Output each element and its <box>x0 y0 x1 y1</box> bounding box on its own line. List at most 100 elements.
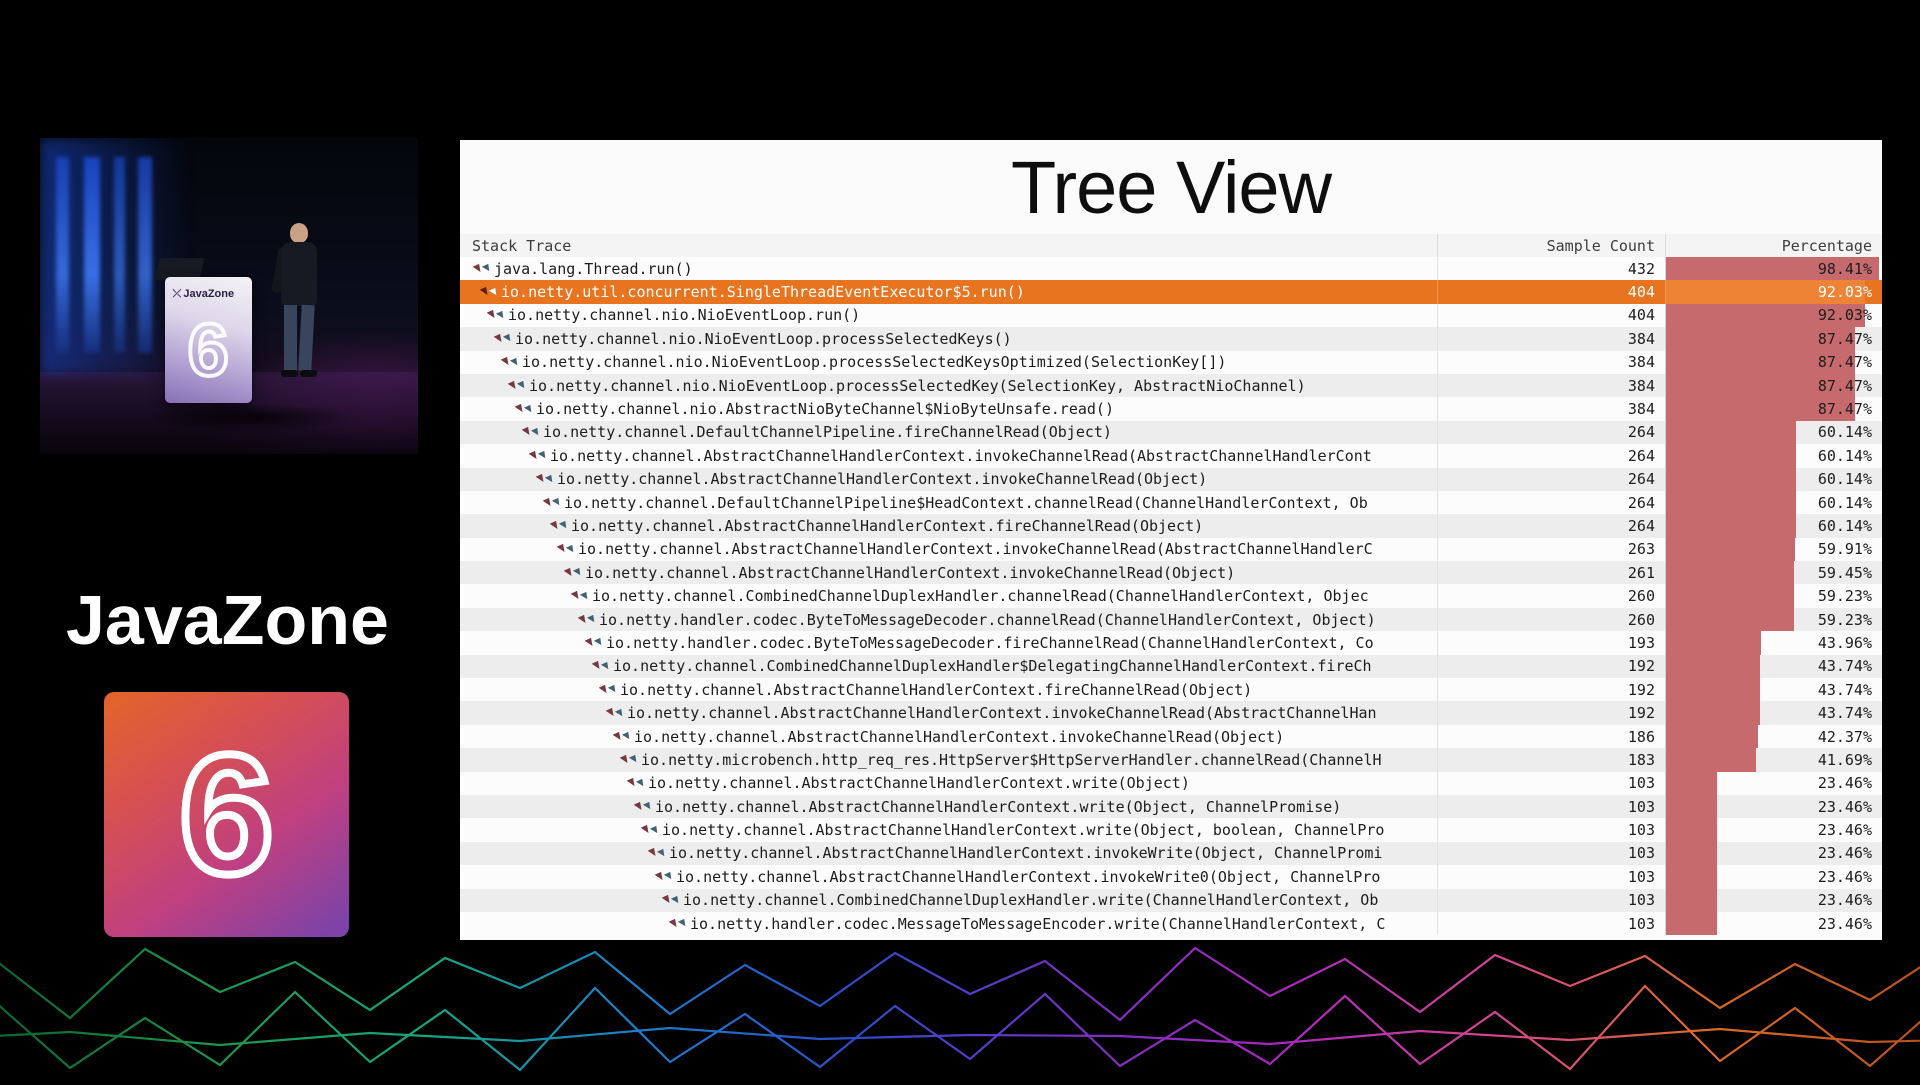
tree-row[interactable]: io.netty.channel.nio.AbstractNioByteChan… <box>460 397 1882 421</box>
tree-row[interactable]: io.netty.microbench.http_req_res.HttpSer… <box>460 748 1882 772</box>
stack-trace-cell: io.netty.channel.AbstractChannelHandlerC… <box>460 514 1437 537</box>
stack-trace-cell: io.netty.channel.AbstractChannelHandlerC… <box>460 678 1437 701</box>
stage-light-streak <box>56 156 69 353</box>
tree-row[interactable]: io.netty.channel.AbstractChannelHandlerC… <box>460 701 1882 725</box>
tree-row[interactable]: io.netty.channel.AbstractChannelHandlerC… <box>460 444 1882 468</box>
expand-collapse-icon[interactable] <box>486 310 508 321</box>
tree-row[interactable]: io.netty.channel.nio.NioEventLoop.run()4… <box>460 303 1882 328</box>
percentage-cell: 43.74% <box>1665 654 1882 679</box>
tree-row[interactable]: io.netty.channel.AbstractChannelHandlerC… <box>460 724 1882 749</box>
tree-row[interactable]: io.netty.handler.codec.ByteToMessageDeco… <box>460 607 1882 632</box>
method-name: io.netty.channel.AbstractChannelHandlerC… <box>550 446 1372 465</box>
expand-collapse-icon[interactable] <box>633 801 655 812</box>
column-header-sample-count[interactable]: Sample Count <box>1437 234 1665 257</box>
javazone-wordmark: JavaZone <box>66 581 389 659</box>
method-name: io.netty.channel.DefaultChannelPipeline.… <box>543 423 1112 442</box>
expand-collapse-icon[interactable] <box>493 333 515 344</box>
tree-row[interactable]: io.netty.channel.nio.NioEventLoop.proces… <box>460 373 1882 398</box>
column-header-percentage[interactable]: Percentage <box>1665 234 1882 257</box>
expand-collapse-icon[interactable] <box>619 754 641 765</box>
expand-collapse-icon[interactable] <box>605 708 627 719</box>
expand-collapse-icon[interactable] <box>500 357 522 368</box>
sample-count-cell: 193 <box>1437 631 1665 655</box>
stack-trace-cell: io.netty.handler.codec.ByteToMessageDeco… <box>460 608 1437 631</box>
percentage-bar <box>1666 350 1855 374</box>
expand-collapse-icon[interactable] <box>654 871 676 882</box>
column-header-stack-trace[interactable]: Stack Trace <box>472 236 572 255</box>
slide-panel: Tree View Stack Trace Sample Count Perce… <box>460 140 1882 940</box>
expand-collapse-icon[interactable] <box>507 380 529 391</box>
tree-row[interactable]: io.netty.channel.DefaultChannelPipeline.… <box>460 420 1882 445</box>
method-name: io.netty.channel.AbstractChannelHandlerC… <box>676 867 1381 886</box>
method-name: io.netty.channel.AbstractChannelHandlerC… <box>627 704 1377 723</box>
tree-row[interactable]: io.netty.handler.codec.MessageToMessageE… <box>460 911 1882 936</box>
percentage-bar <box>1666 373 1855 398</box>
tree-row[interactable]: io.netty.channel.AbstractChannelHandlerC… <box>460 467 1882 491</box>
sample-count-cell: 186 <box>1437 724 1665 749</box>
percentage-cell: 60.14% <box>1665 467 1882 491</box>
sample-count-cell: 260 <box>1437 584 1665 608</box>
tree-row[interactable]: io.netty.channel.AbstractChannelHandlerC… <box>460 818 1882 842</box>
mesh-svg <box>0 946 1920 1072</box>
expand-collapse-icon[interactable] <box>570 591 592 602</box>
tree-row[interactable]: io.netty.channel.CombinedChannelDuplexHa… <box>460 654 1882 679</box>
expand-collapse-icon[interactable] <box>626 778 648 789</box>
expand-collapse-icon[interactable] <box>591 661 613 672</box>
method-name: io.netty.channel.AbstractChannelHandlerC… <box>634 727 1285 746</box>
percentage-bar <box>1666 771 1717 795</box>
tree-row[interactable]: io.netty.channel.DefaultChannelPipeline$… <box>460 490 1882 515</box>
expand-collapse-icon[interactable] <box>584 637 606 649</box>
tree-row[interactable]: io.netty.channel.CombinedChannelDuplexHa… <box>460 888 1882 912</box>
expand-collapse-icon[interactable] <box>556 544 578 555</box>
expand-collapse-icon[interactable] <box>514 403 536 415</box>
tree-row[interactable]: io.netty.channel.AbstractChannelHandlerC… <box>460 865 1882 889</box>
expand-collapse-icon[interactable] <box>661 895 683 906</box>
expand-collapse-icon[interactable] <box>640 824 662 836</box>
sample-count-cell: 103 <box>1437 771 1665 795</box>
stack-trace-cell: io.netty.channel.nio.NioEventLoop.proces… <box>460 351 1437 374</box>
expand-collapse-icon[interactable] <box>535 474 557 485</box>
expand-collapse-icon[interactable] <box>542 497 564 508</box>
sample-count-cell: 384 <box>1437 373 1665 398</box>
stack-trace-cell: io.netty.channel.AbstractChannelHandlerC… <box>460 772 1437 795</box>
expand-collapse-icon[interactable] <box>549 520 571 532</box>
tree-row[interactable]: io.netty.channel.nio.NioEventLoop.proces… <box>460 350 1882 374</box>
expand-collapse-icon[interactable] <box>577 614 599 625</box>
presenter-leg <box>297 305 315 372</box>
expand-collapse-icon[interactable] <box>472 263 494 274</box>
expand-collapse-icon[interactable] <box>563 567 585 578</box>
stack-trace-cell: io.netty.channel.AbstractChannelHandlerC… <box>460 538 1437 561</box>
tree-row[interactable]: io.netty.channel.AbstractChannelHandlerC… <box>460 771 1882 795</box>
percentage-cell: 23.46% <box>1665 794 1882 819</box>
tree-row[interactable]: io.netty.channel.nio.NioEventLoop.proces… <box>460 327 1882 351</box>
expand-collapse-icon[interactable] <box>528 450 550 461</box>
tree-row[interactable]: io.netty.channel.CombinedChannelDuplexHa… <box>460 584 1882 608</box>
sample-count-cell: 192 <box>1437 678 1665 702</box>
tree-row[interactable]: io.netty.channel.AbstractChannelHandlerC… <box>460 537 1882 562</box>
tree-row[interactable]: io.netty.channel.AbstractChannelHandlerC… <box>460 794 1882 819</box>
percentage-value: 60.14% <box>1817 446 1872 465</box>
expand-collapse-icon[interactable] <box>668 918 690 929</box>
tree-row[interactable]: io.netty.channel.AbstractChannelHandlerC… <box>460 678 1882 702</box>
tree-row[interactable]: io.netty.channel.AbstractChannelHandlerC… <box>460 561 1882 585</box>
tree-row[interactable]: io.netty.channel.AbstractChannelHandlerC… <box>460 841 1882 866</box>
stack-trace-cell: io.netty.channel.AbstractChannelHandlerC… <box>460 701 1437 724</box>
percentage-bar <box>1666 701 1761 725</box>
stack-trace-cell: io.netty.channel.AbstractChannelHandlerC… <box>460 795 1437 818</box>
expand-collapse-icon[interactable] <box>647 848 669 859</box>
method-name: io.netty.channel.AbstractChannelHandlerC… <box>620 680 1253 699</box>
expand-collapse-icon[interactable] <box>598 684 620 695</box>
tree-row[interactable]: io.netty.util.concurrent.SingleThreadEve… <box>460 280 1882 304</box>
percentage-bar <box>1666 561 1795 585</box>
expand-collapse-icon[interactable] <box>479 287 501 298</box>
percentage-bar <box>1666 280 1865 304</box>
percentage-value: 87.47% <box>1817 400 1872 419</box>
javazone-six-logo: 6 <box>104 692 349 937</box>
tree-row[interactable]: io.netty.channel.AbstractChannelHandlerC… <box>460 514 1882 538</box>
expand-collapse-icon[interactable] <box>612 731 634 742</box>
stack-trace-cell: io.netty.channel.DefaultChannelPipeline$… <box>460 491 1437 514</box>
percentage-value: 23.46% <box>1817 774 1872 793</box>
tree-row[interactable]: io.netty.handler.codec.ByteToMessageDeco… <box>460 631 1882 655</box>
expand-collapse-icon[interactable] <box>521 427 543 438</box>
